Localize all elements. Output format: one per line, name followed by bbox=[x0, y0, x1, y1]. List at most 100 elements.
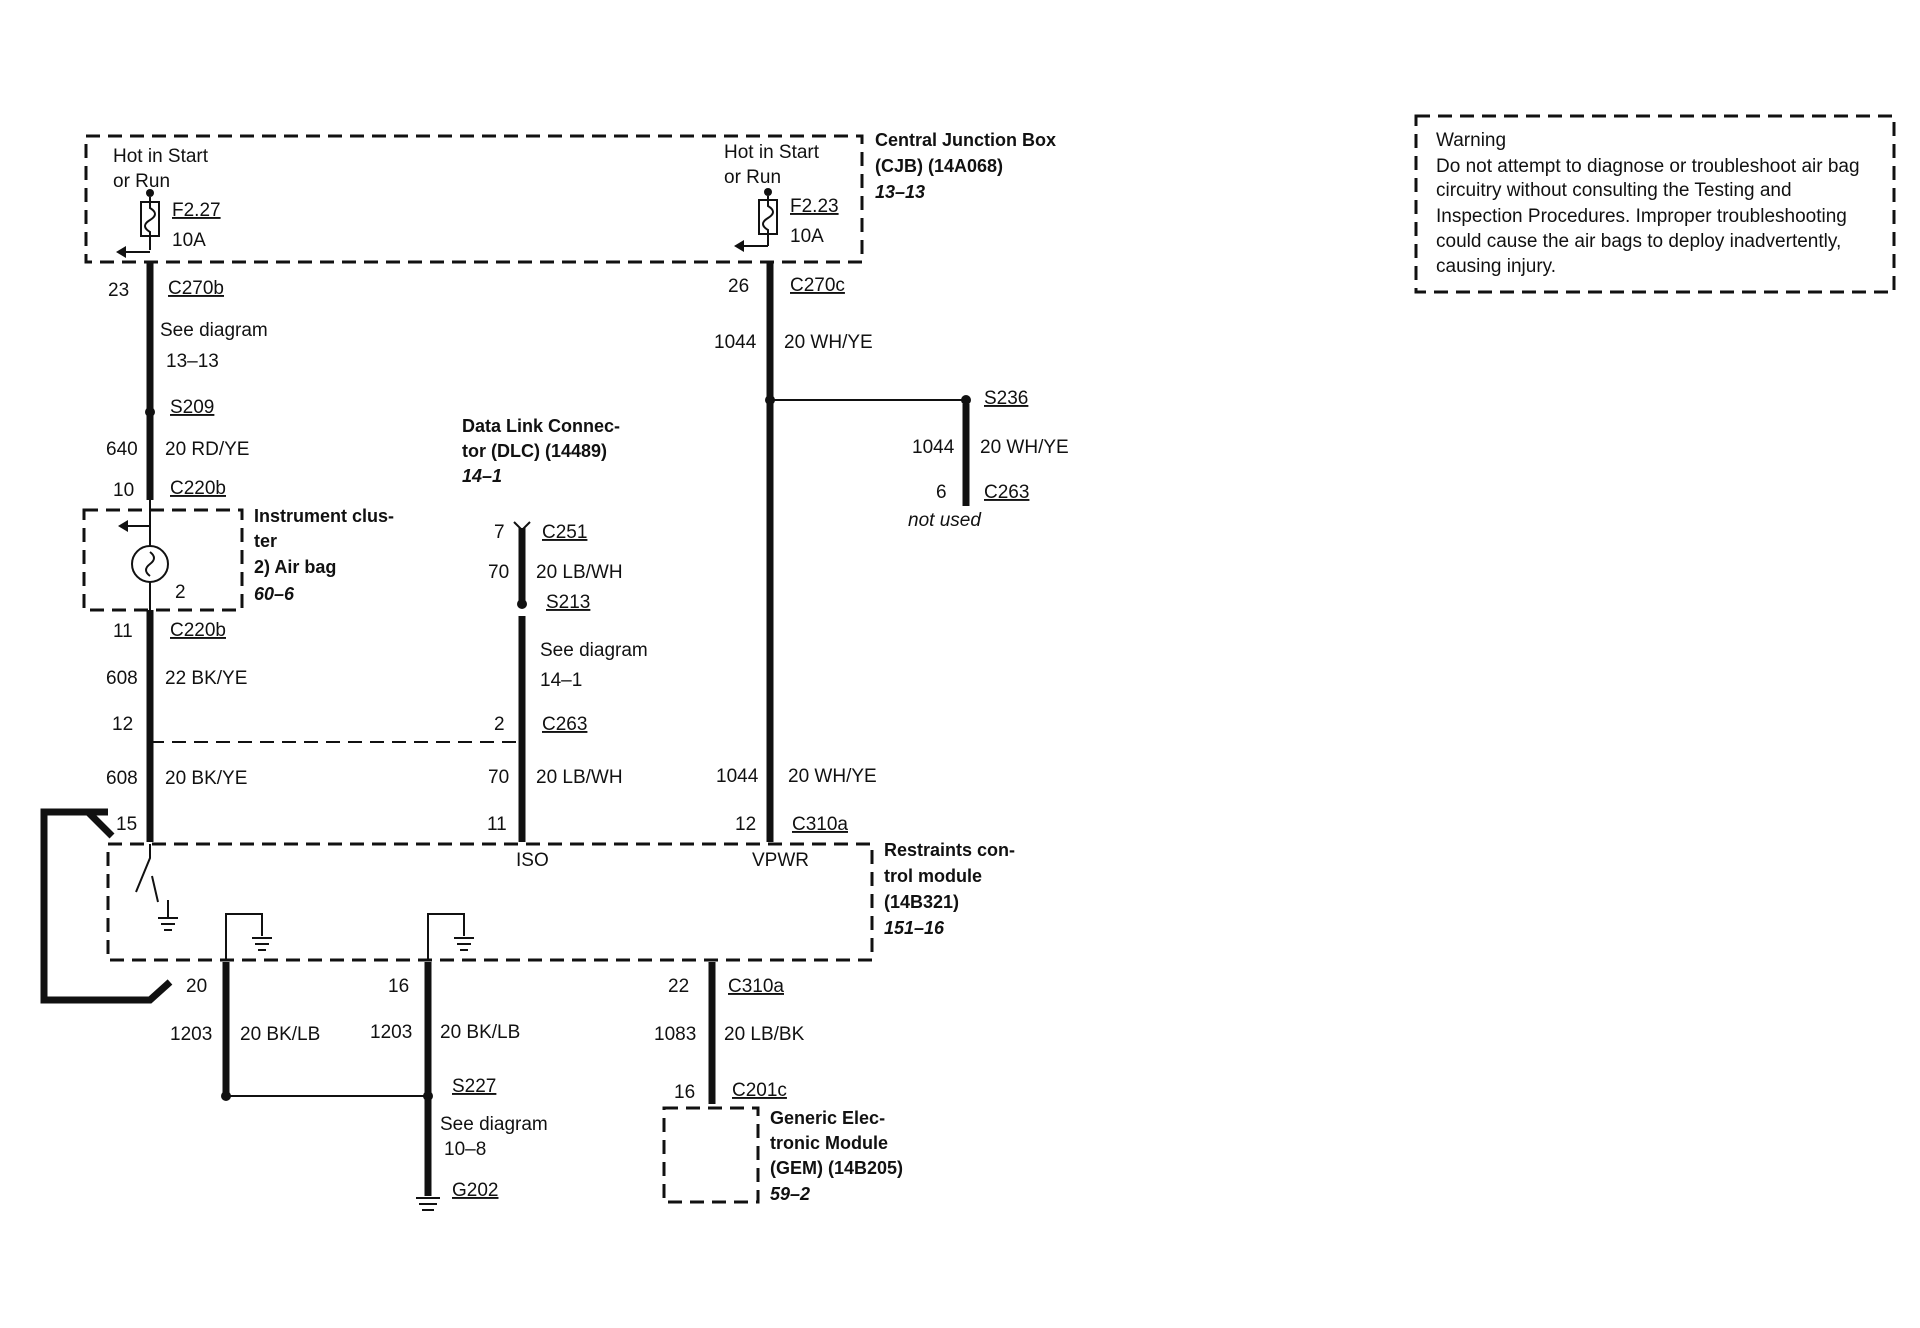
circuit-608-b: 608 bbox=[106, 768, 138, 789]
rcm-ground-bracket-1 bbox=[225, 913, 263, 960]
splice-s227 bbox=[423, 1091, 433, 1101]
see-diagram-3: See diagram bbox=[440, 1114, 548, 1135]
instrument-cluster-box bbox=[82, 508, 244, 612]
left-feed-arrowhead bbox=[116, 246, 126, 258]
ground-g202-label: G202 bbox=[452, 1180, 498, 1201]
rcm-switch-ground-icon bbox=[158, 900, 178, 931]
pin-20: 20 bbox=[186, 976, 207, 997]
right-fuse-amp: 10A bbox=[790, 226, 824, 247]
wire-70-a-label: 20 LB/WH bbox=[536, 562, 623, 583]
rcm-vpwr-label: VPWR bbox=[752, 850, 809, 871]
wire-1044-a-label: 20 WH/YE bbox=[784, 332, 873, 353]
wire-1044-c-label: 20 WH/YE bbox=[980, 437, 1069, 458]
dlc-pin-11: 11 bbox=[487, 814, 507, 835]
air-bag-lamp-filament bbox=[145, 551, 155, 577]
right-hot-label-2: or Run bbox=[724, 167, 781, 188]
circuit-70-b: 70 bbox=[488, 767, 509, 788]
cjb-box bbox=[84, 134, 864, 264]
rcm-title-1: Restraints con- bbox=[884, 840, 1015, 860]
see-diagram-2: See diagram bbox=[540, 640, 648, 661]
connector-c270c: C270c bbox=[790, 275, 845, 296]
splice-s213 bbox=[517, 599, 527, 609]
splice-s209-label: S209 bbox=[170, 397, 214, 418]
connector-c220b-top: C220b bbox=[170, 478, 226, 499]
pin-15: 15 bbox=[116, 814, 137, 835]
rcm-ground-icon-2 bbox=[454, 937, 474, 951]
connector-c220b-bottom: C220b bbox=[170, 620, 226, 641]
rcm-switch bbox=[135, 844, 159, 903]
pin-23: 23 bbox=[108, 280, 129, 301]
wire-640-label: 20 RD/YE bbox=[165, 439, 249, 460]
pin-6: 6 bbox=[936, 482, 947, 503]
dlc-title-2: tor (DLC) (14489) bbox=[462, 441, 607, 461]
cjb-title-2: (CJB) (14A068) bbox=[875, 156, 1003, 176]
circuit-1044-b: 1044 bbox=[716, 766, 759, 787]
left-hot-label-2: or Run bbox=[113, 171, 170, 192]
connector-c263-dlc: C263 bbox=[542, 714, 587, 735]
right-hot-label-1: Hot in Start bbox=[724, 142, 820, 163]
gem-page: 59–2 bbox=[770, 1184, 810, 1204]
pin-12-right: 12 bbox=[735, 814, 756, 835]
circuit-1044-c: 1044 bbox=[912, 437, 955, 458]
circuit-608-a: 608 bbox=[106, 668, 138, 689]
see-diagram-2-page: 14–1 bbox=[540, 670, 582, 691]
splice-s236 bbox=[961, 395, 971, 405]
rcm-box bbox=[106, 842, 874, 962]
warning-box bbox=[1414, 114, 1896, 294]
wire-1203-a-label: 20 BK/LB bbox=[240, 1024, 320, 1045]
wire-70-b-label: 20 LB/WH bbox=[536, 767, 623, 788]
left-fuse-id: F2.27 bbox=[172, 200, 221, 221]
warning-line-5: causing injury. bbox=[1436, 256, 1556, 277]
wire-608-b-label: 20 BK/YE bbox=[165, 768, 247, 789]
circuit-1044-a: 1044 bbox=[714, 332, 757, 353]
circuit-1083: 1083 bbox=[654, 1024, 696, 1045]
wire-1044-b-label: 20 WH/YE bbox=[788, 766, 877, 787]
connector-c310a-bottom: C310a bbox=[728, 976, 784, 997]
gem-title-3: (GEM) (14B205) bbox=[770, 1158, 903, 1178]
dlc-page: 14–1 bbox=[462, 466, 502, 486]
pin-12-left: 12 bbox=[112, 714, 133, 735]
right-fuse-element bbox=[762, 196, 774, 246]
warning-title: Warning bbox=[1436, 130, 1506, 151]
cluster-title-2: ter bbox=[254, 531, 277, 551]
see-diagram-1-page: 13–13 bbox=[166, 351, 219, 372]
gem-title-2: tronic Module bbox=[770, 1133, 888, 1153]
right-fuse-top-dot bbox=[764, 188, 772, 196]
gem-box bbox=[662, 1106, 760, 1204]
wire-608-a-label: 22 BK/YE bbox=[165, 668, 247, 689]
pin-26: 26 bbox=[728, 276, 749, 297]
rcm-ground-icon-1 bbox=[252, 937, 272, 951]
cjb-title-1: Central Junction Box bbox=[875, 130, 1056, 150]
left-fuse-element bbox=[144, 197, 156, 250]
cluster-title-1: Instrument clus- bbox=[254, 506, 394, 526]
pin-11-left: 11 bbox=[113, 621, 133, 642]
see-diagram-1: See diagram bbox=[160, 320, 268, 341]
warning-line-4: could cause the air bags to deploy inadv… bbox=[1436, 231, 1841, 252]
wire-1203-b-label: 20 BK/LB bbox=[440, 1022, 520, 1043]
air-bag-lamp-icon bbox=[131, 545, 169, 583]
pin-16-gem: 16 bbox=[674, 1082, 695, 1103]
connector-c270b: C270b bbox=[168, 278, 224, 299]
cjb-page: 13–13 bbox=[875, 182, 925, 202]
rcm-iso-label: ISO bbox=[516, 850, 549, 871]
see-diagram-3-page: 10–8 bbox=[444, 1139, 486, 1160]
left-fuse-top-dot bbox=[146, 189, 154, 197]
rcm-title-2: trol module bbox=[884, 866, 982, 886]
shorting-loop-top bbox=[44, 808, 115, 839]
splice-s227-label: S227 bbox=[452, 1076, 496, 1097]
pin-10: 10 bbox=[113, 480, 134, 501]
cluster-title-3: 2) Air bag bbox=[254, 557, 336, 577]
left-fuse-amp: 10A bbox=[172, 230, 206, 251]
ground-g202-icon bbox=[416, 1197, 440, 1211]
left-hot-label-1: Hot in Start bbox=[113, 146, 209, 167]
connector-c263-s236: C263 bbox=[984, 482, 1029, 503]
rcm-page: 151–16 bbox=[884, 918, 945, 938]
wire-1083-label: 20 LB/BK bbox=[724, 1024, 805, 1045]
right-feed-arrowhead bbox=[734, 240, 744, 252]
connector-c310a-top: C310a bbox=[792, 814, 848, 835]
pin-22: 22 bbox=[668, 976, 689, 997]
circuit-1203-b: 1203 bbox=[370, 1022, 412, 1043]
pin-16-ground: 16 bbox=[388, 976, 409, 997]
warning-line-3: Inspection Procedures. Improper troubles… bbox=[1436, 206, 1847, 227]
